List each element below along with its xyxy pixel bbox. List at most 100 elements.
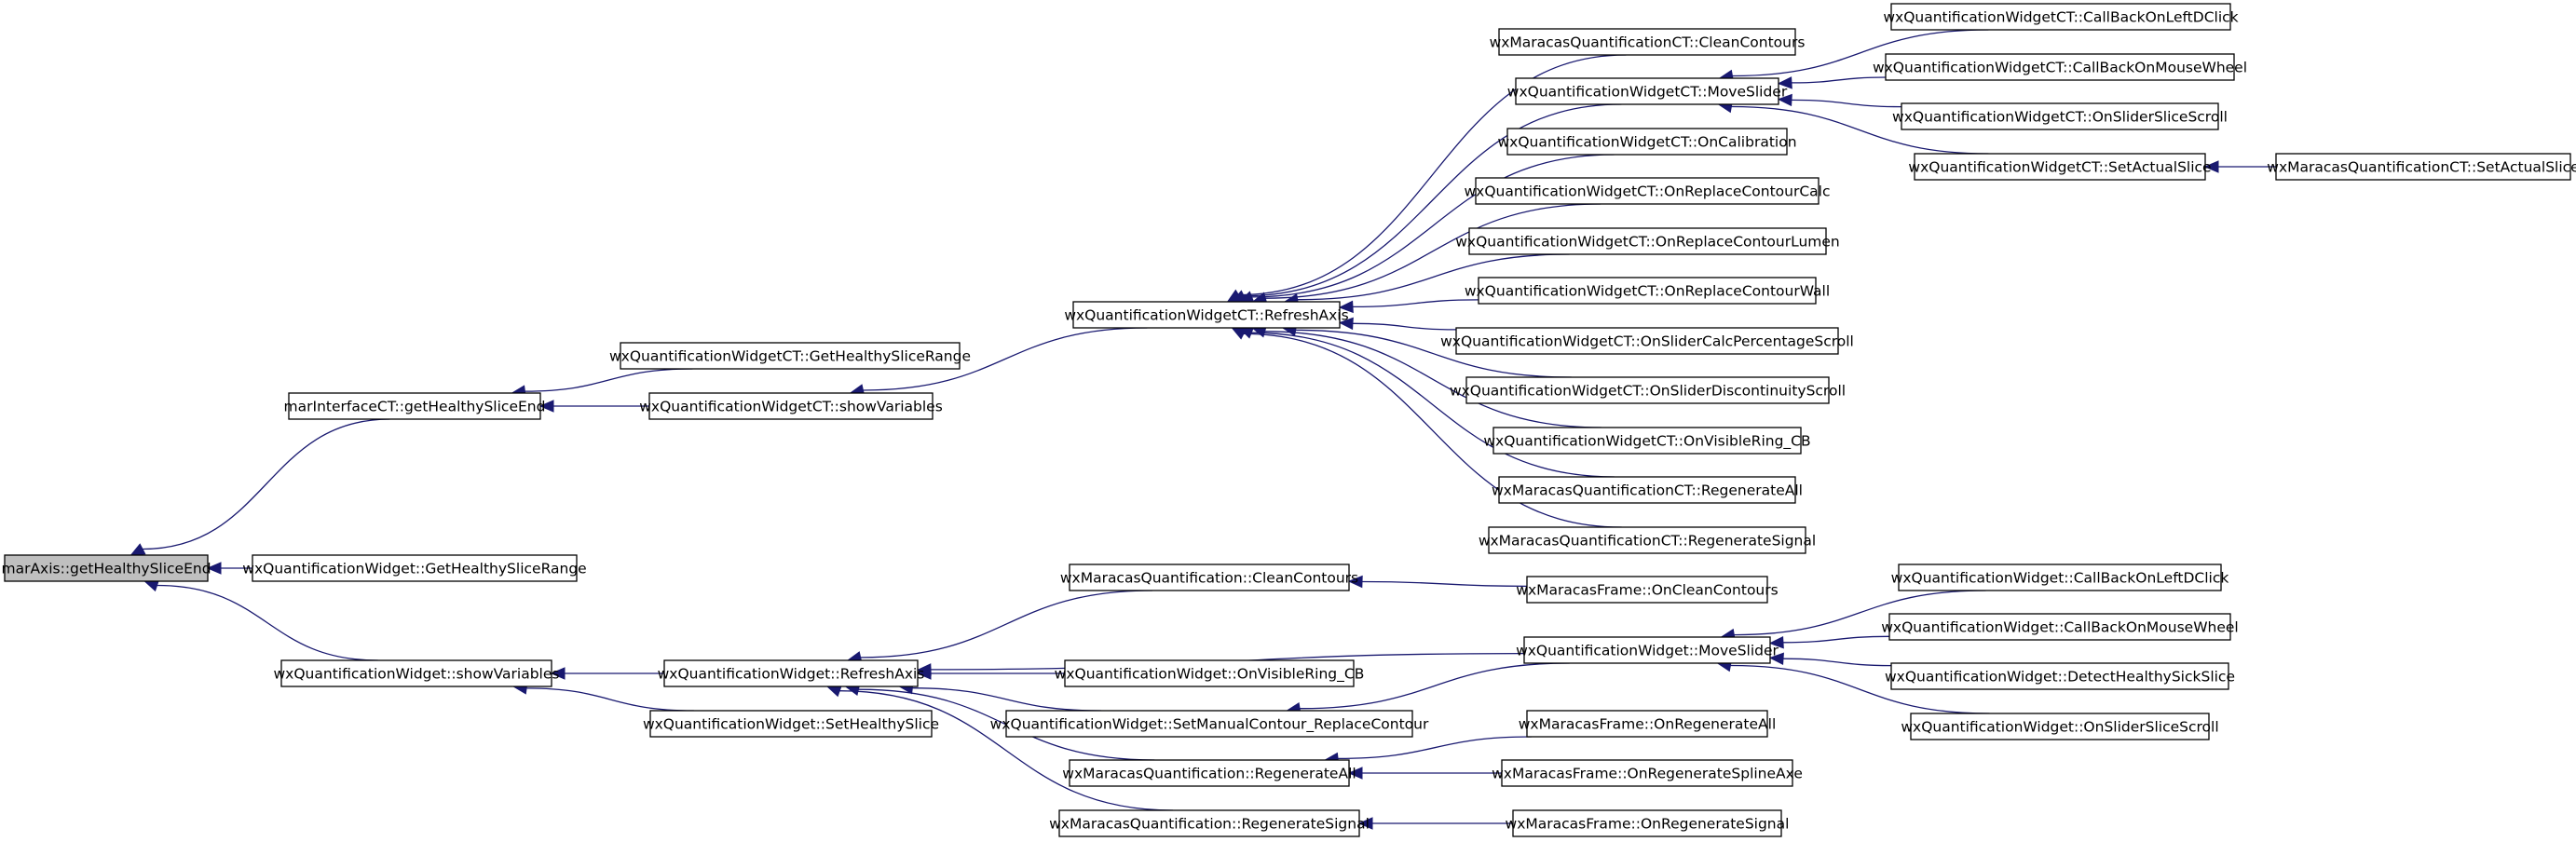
edge-line [1734, 590, 1986, 636]
node-wx-maracas-quantification-ct-clean-contours[interactable]: wxMaracasQuantificationCT::CleanContours [1490, 28, 1806, 56]
node-wx-quantification-widget-set-healthy-slice[interactable]: wxQuantificationWidget::SetHealthySlice [643, 710, 939, 738]
edge-line [1782, 635, 1890, 644]
node-wx-maracas-quantification-regenerate-all[interactable]: wxMaracasQuantification::RegenerateAll [1062, 759, 1356, 787]
edge-mi_end-to-root [129, 418, 390, 556]
node-box [4, 554, 209, 582]
node-label: wxQuantificationWidgetCT::CallBackOnLeft… [1883, 9, 2238, 26]
node-wx-quantification-widget-ct-on-visible-ring-cb[interactable]: wxQuantificationWidgetCT::OnVisibleRing_… [1483, 427, 1811, 455]
node-box [1526, 710, 1768, 738]
node-wx-quantification-widget-ct-on-replace-contour-wall[interactable]: wxQuantificationWidgetCT::OnReplaceConto… [1465, 277, 1830, 305]
edge-line [1361, 580, 1528, 588]
edge-line [1243, 333, 1622, 528]
node-box [1492, 427, 1802, 455]
node-box [252, 554, 578, 582]
node-wx-maracas-frame-on-regenerate-signal[interactable]: wxMaracasFrame::OnRegenerateSignal [1506, 809, 1790, 837]
node-label: wxQuantificationWidget::GetHealthySliceR… [242, 561, 586, 577]
node-wx-quantification-widget-ct-call-back-on-mouse-wheel[interactable]: wxQuantificationWidgetCT::CallBackOnMous… [1873, 53, 2247, 81]
node-wx-quantification-widget-ct-on-replace-contour-calc[interactable]: wxQuantificationWidgetCT::OnReplaceConto… [1464, 177, 1831, 205]
node-label: wxQuantificationWidget::showVariables [274, 666, 560, 683]
node-label: wxQuantificationWidget::MoveSlider [1516, 643, 1779, 659]
node-wx-maracas-quantification-clean-contours[interactable]: wxMaracasQuantification::CleanContours [1060, 564, 1358, 591]
node-label: wxMaracasFrame::OnRegenerateSignal [1506, 816, 1790, 833]
node-box [1885, 53, 2235, 81]
node-box [649, 710, 933, 738]
node-wx-quantification-widget-ct-set-actual-slice[interactable]: wxQuantificationWidgetCT::SetActualSlice [1908, 153, 2212, 181]
node-label: wxQuantificationWidgetCT::showVariables [639, 399, 943, 415]
node-box [1498, 28, 1796, 56]
node-box [1455, 327, 1839, 355]
node-wx-maracas-frame-on-regenerate-all[interactable]: wxMaracasFrame::OnRegenerateAll [1519, 710, 1777, 738]
node-wx-maracas-frame-on-clean-contours[interactable]: wxMaracasFrame::OnCleanContours [1516, 576, 1779, 604]
node-wx-quantification-widget-on-visible-ring-cb[interactable]: wxQuantificationWidget::OnVisibleRing_CB [1055, 659, 1365, 687]
arrowhead-icon [550, 667, 566, 680]
arrowhead-icon [1338, 300, 1354, 314]
edge-line [1732, 29, 1989, 77]
edge-qw_range-to-root [206, 562, 252, 575]
node-label: wxQuantificationWidgetCT::GetHealthySlic… [609, 348, 971, 365]
edge-line [1791, 76, 1887, 84]
node-wx-quantification-widget-set-manual-contour-replace-contour[interactable]: wxQuantificationWidget::SetManualContour… [990, 710, 1429, 738]
edge-qw_cbwheel-to-qw_move [1768, 635, 1890, 649]
node-box [1914, 153, 2206, 181]
node-wx-quantification-widget-ct-refresh-axis[interactable]: wxQuantificationWidgetCT::RefreshAxis [1064, 301, 1349, 329]
node-wx-quantification-widget-ct-get-healthy-slice-range[interactable]: wxQuantificationWidgetCT::GetHealthySlic… [609, 342, 971, 370]
node-label: wxQuantificationWidgetCT::CallBackOnMous… [1873, 60, 2247, 76]
node-box [1468, 227, 1827, 255]
node-label: wxMaracasQuantificationCT::RegenerateSig… [1479, 533, 1816, 550]
node-wx-quantification-widget-call-back-on-left-dclick[interactable]: wxQuantificationWidget::CallBackOnLeftDC… [1891, 564, 2229, 591]
arrowhead-icon [1768, 652, 1784, 665]
node-box [1898, 564, 2222, 591]
arrowhead-icon [1777, 76, 1792, 89]
node-label: wxQuantificationWidgetCT::MoveSlider [1507, 84, 1788, 101]
node-wx-maracas-frame-on-regenerate-spline-axe[interactable]: wxMaracasFrame::OnRegenerateSplineAxe [1492, 759, 1803, 787]
edge-mf_regsig-to-mq_regsig [1357, 817, 1513, 830]
node-wx-quantification-widget-move-slider[interactable]: wxQuantificationWidget::MoveSlider [1516, 636, 1779, 664]
edge-mf_regspline-to-mq_regall [1347, 767, 1502, 780]
node-label: wxMaracasQuantificationCT::RegenerateAll [1492, 482, 1803, 499]
node-wx-quantification-widget-ct-on-slider-calc-percentage-scroll[interactable]: wxQuantificationWidgetCT::OnSliderCalcPe… [1440, 327, 1854, 355]
node-box [1069, 759, 1350, 787]
node-wx-maracas-quantification-regenerate-signal[interactable]: wxMaracasQuantification::RegenerateSigna… [1049, 809, 1370, 837]
node-wx-quantification-widget-ct-move-slider[interactable]: wxQuantificationWidgetCT::MoveSlider [1507, 77, 1788, 105]
node-box [1888, 613, 2231, 641]
node-wx-quantification-widget-show-variables[interactable]: wxQuantificationWidget::showVariables [274, 659, 560, 687]
node-wx-quantification-widget-on-slider-slice-scroll[interactable]: wxQuantificationWidget::OnSliderSliceScr… [1901, 713, 2219, 740]
node-wx-maracas-quantification-ct-regenerate-signal[interactable]: wxMaracasQuantificationCT::RegenerateSig… [1479, 526, 1816, 554]
node-wx-maracas-quantification-ct-set-actual-slice[interactable]: wxMaracasQuantificationCT::SetActualSlic… [2267, 153, 2576, 181]
edge-line [1338, 736, 1532, 760]
node-mar-interface-ct-get-healthy-slice-end[interactable]: marInterfaceCT::getHealthySliceEnd [284, 392, 546, 420]
edge-qw_refresh-to-qw_show [550, 667, 664, 680]
node-box [1901, 102, 2219, 130]
edge-line [157, 584, 378, 661]
node-mar-axis-get-healthy-slice-end[interactable]: marAxis::getHealthySliceEnd [1, 554, 211, 582]
node-wx-quantification-widget-ct-on-calibration[interactable]: wxQuantificationWidgetCT::OnCalibration [1497, 128, 1797, 156]
arrowhead-icon [1357, 817, 1373, 830]
node-wx-quantification-widget-ct-on-slider-slice-scroll[interactable]: wxQuantificationWidgetCT::OnSliderSliceS… [1892, 102, 2228, 130]
node-label: wxQuantificationWidgetCT::OnSliderCalcPe… [1440, 333, 1854, 350]
node-box [663, 659, 919, 687]
arrowhead-icon [538, 400, 554, 413]
node-box [1910, 713, 2210, 740]
arrowhead-icon [1777, 93, 1792, 107]
node-box [1890, 662, 2229, 690]
edge-mq_clean-to-qw_refresh [846, 590, 1153, 664]
edge-qw_detect-to-qw_move [1768, 652, 1892, 667]
node-box [1890, 3, 2231, 31]
node-wx-quantification-widget-refresh-axis[interactable]: wxQuantificationWidget::RefreshAxis [658, 659, 925, 687]
node-wx-quantification-widget-ct-on-slider-discontinuity-scroll[interactable]: wxQuantificationWidgetCT::OnSliderDiscon… [1450, 376, 1846, 404]
arrowhead-icon [916, 667, 932, 680]
node-wx-maracas-quantification-ct-regenerate-all[interactable]: wxMaracasQuantificationCT::RegenerateAll [1492, 476, 1803, 504]
node-box [288, 392, 541, 420]
node-wx-quantification-widget-ct-call-back-on-left-dclick[interactable]: wxQuantificationWidgetCT::CallBackOnLeft… [1883, 3, 2239, 31]
node-wx-quantification-widget-detect-healthy-sick-slice[interactable]: wxQuantificationWidget::DetectHealthySic… [1885, 662, 2235, 690]
node-wx-quantification-widget-ct-on-replace-contour-lumen[interactable]: wxQuantificationWidgetCT::OnReplaceConto… [1455, 227, 1840, 255]
node-box [1526, 576, 1768, 604]
arrowhead-icon [2203, 160, 2219, 173]
node-wx-quantification-widget-call-back-on-mouse-wheel[interactable]: wxQuantificationWidget::CallBackOnMouseW… [1881, 613, 2239, 641]
arrowhead-icon [129, 543, 146, 556]
call-graph-nodes: marAxis::getHealthySliceEnd marInterfaceC… [1, 3, 2576, 837]
node-box [1475, 177, 1820, 205]
node-wx-quantification-widget-ct-show-variables[interactable]: wxQuantificationWidgetCT::showVariables [639, 392, 943, 420]
node-box [1488, 526, 1806, 554]
node-wx-quantification-widget-get-healthy-slice-range[interactable]: wxQuantificationWidget::GetHealthySliceR… [242, 554, 587, 582]
